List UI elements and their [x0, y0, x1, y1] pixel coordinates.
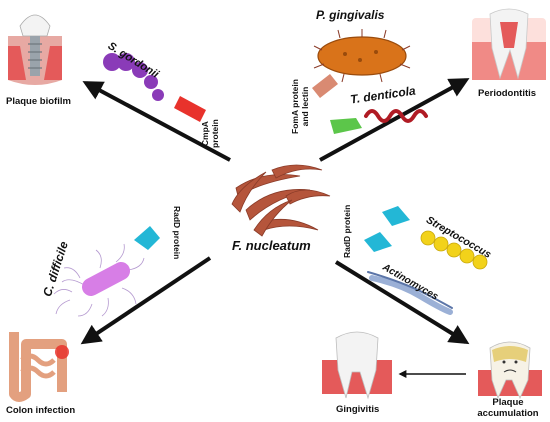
protein-radd-right: RadD protein	[342, 204, 352, 258]
t-denticola-icon	[364, 109, 428, 123]
outcome-colon-infection: Colon infection	[6, 405, 76, 416]
foma-line-2: and lectin	[300, 86, 310, 127]
colon-icon	[9, 332, 69, 402]
fusobacterium-icon	[231, 164, 331, 237]
arrow-to-plaque-accumulation	[334, 260, 470, 345]
foma-line-1: FomA protein	[290, 79, 300, 134]
center-label: F. nucleatum	[232, 238, 311, 253]
cmpa-line-1: CmpA	[200, 121, 210, 147]
tooth-gingivitis-icon	[322, 331, 392, 400]
cmpa-protein-icon	[174, 96, 206, 122]
radd-right-icon-1	[382, 206, 410, 226]
protein-cmpa: CmpA protein	[200, 119, 220, 148]
protein-foma-lectin: FomA protein and lectin	[290, 79, 310, 134]
tooth-plaque-icon	[478, 341, 542, 400]
radd-left-icon	[134, 226, 160, 250]
s-gordonii-icon	[103, 53, 164, 101]
p-gingivalis-icon	[313, 29, 411, 83]
plaque-line-2: accumulation	[477, 408, 539, 419]
lectin-icon	[330, 118, 362, 134]
plaque-line-1: Plaque	[492, 397, 524, 408]
protein-radd-left: RadD protein	[172, 206, 182, 260]
streptococcus-icon	[420, 230, 488, 270]
cmpa-line-2: protein	[210, 119, 220, 148]
outcome-gingivitis: Gingivitis	[336, 404, 380, 415]
outcome-periodontitis: Periodontitis	[478, 88, 537, 99]
radd-right-icon-2	[364, 232, 392, 252]
bacteria-p-gingivalis: P. gingivalis	[316, 8, 385, 22]
actinomyces-icon	[367, 271, 453, 315]
arrows	[80, 78, 470, 378]
outcome-plaque-biofilm: Plaque biofilm	[6, 96, 71, 107]
outcome-plaque-accumulation: Plaque accumulation	[470, 397, 546, 419]
implant-icon	[8, 14, 62, 85]
arrow-to-plaque-biofilm	[82, 81, 231, 162]
tooth-periodontitis-icon	[472, 8, 546, 80]
arrow-to-periodontitis	[319, 78, 470, 162]
foma-protein-icon	[312, 74, 338, 98]
arrow-to-colon-infection	[80, 256, 212, 345]
c-difficile-icon	[53, 243, 145, 317]
